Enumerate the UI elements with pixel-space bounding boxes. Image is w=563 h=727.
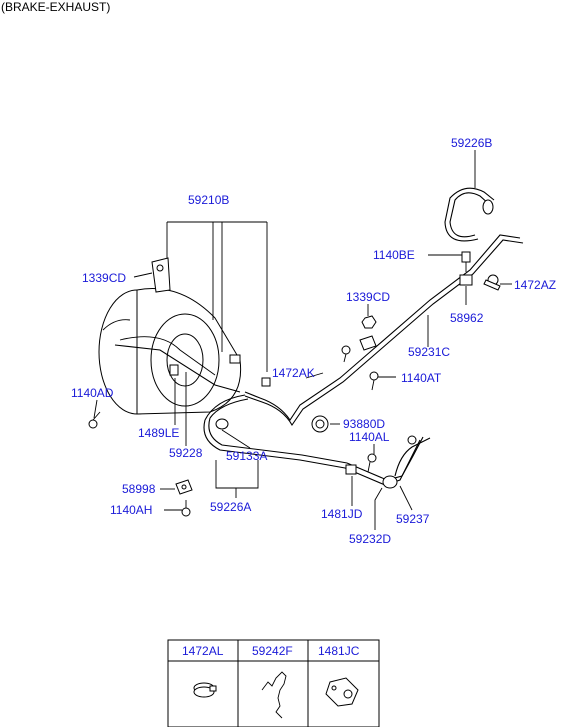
label-1140at: 1140AT — [401, 371, 442, 385]
label-1140al: 1140AL — [349, 430, 390, 444]
legend-header-1472al: 1472AL — [182, 644, 224, 658]
label-1140be: 1140BE — [373, 248, 415, 262]
label-59231c: 59231C — [408, 345, 450, 359]
pipe-clip-icon — [325, 677, 359, 707]
label-1339cd-left: 1339CD — [82, 271, 126, 285]
label-59226b: 59226B — [451, 136, 492, 150]
label-1140ad: 1140AD — [71, 386, 114, 400]
label-58998: 58998 — [122, 482, 156, 496]
label-59226a: 59226A — [210, 500, 251, 514]
label-1489le: 1489LE — [138, 426, 179, 440]
label-59232d: 59232D — [349, 532, 391, 546]
hose-clamp-icon — [193, 682, 217, 698]
brake-pipe-59231c-drawing — [244, 187, 524, 427]
label-1339cd-right: 1339CD — [346, 290, 390, 304]
label-1140ah: 1140AH — [110, 503, 152, 517]
page-title: (BRAKE-EXHAUST) — [1, 0, 111, 14]
wire-spring-icon — [261, 671, 287, 719]
label-1472ak: 1472AK — [272, 366, 315, 380]
brake-pipe-59232d-drawing — [203, 394, 424, 489]
legend-header-1481jc: 1481JC — [318, 644, 360, 658]
label-59237: 59237 — [396, 512, 430, 526]
brake-booster-drawing — [98, 257, 271, 415]
label-1481jd: 1481JD — [321, 507, 363, 521]
hardware-drawing — [88, 251, 501, 517]
legend-header-59242f: 59242F — [252, 644, 293, 658]
label-59210b: 59210B — [188, 193, 229, 207]
part-labels: 59226B 59210B 1140BE 1472AZ 1339CD 1339C… — [71, 136, 556, 546]
label-59228: 59228 — [169, 446, 203, 460]
label-1472az: 1472AZ — [514, 278, 556, 292]
label-58962: 58962 — [450, 311, 484, 325]
parts-legend-table: 1472AL 59242F 1481JC — [167, 639, 380, 727]
label-93880d: 93880D — [343, 417, 385, 431]
label-59133a: 59133A — [226, 449, 267, 463]
leader-lines — [93, 150, 512, 530]
